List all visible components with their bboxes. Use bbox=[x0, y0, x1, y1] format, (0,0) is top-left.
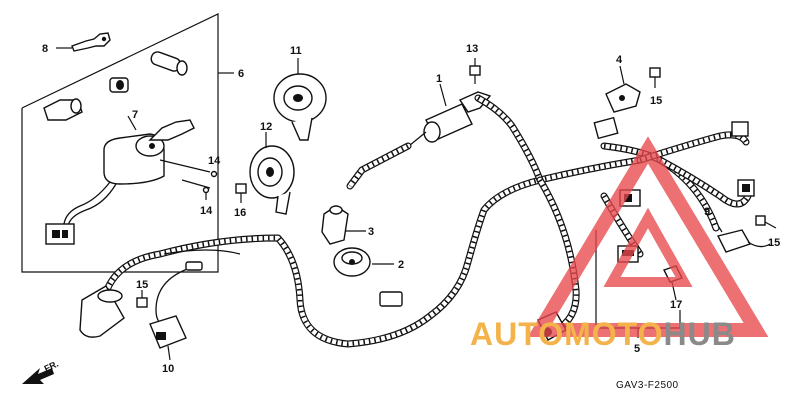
lock-cylinder-parts bbox=[43, 51, 188, 121]
connector-mid bbox=[379, 116, 755, 307]
front-arrow-icon bbox=[22, 368, 54, 384]
callout-10: 10 bbox=[162, 363, 174, 375]
callout-2: 2 bbox=[398, 259, 404, 271]
watermark-logo bbox=[527, 136, 769, 337]
callout-9: 9 bbox=[704, 206, 710, 218]
callout-12: 12 bbox=[260, 121, 272, 133]
front-label: FR. bbox=[43, 359, 60, 374]
ignition-coil bbox=[346, 83, 492, 190]
callout-8: 8 bbox=[42, 43, 48, 55]
thin-wires bbox=[155, 249, 241, 327]
callout-3: 3 bbox=[368, 226, 374, 238]
horn-11 bbox=[273, 58, 327, 141]
callout-5: 5 bbox=[634, 343, 640, 355]
relay-4 bbox=[605, 65, 641, 113]
bolt-15-left bbox=[136, 290, 148, 308]
callout-labels: 8 6 7 14 14 11 12 16 13 1 3 2 4 15 9 15 … bbox=[42, 43, 780, 375]
ignition-kit-frame bbox=[21, 13, 234, 273]
horn-12 bbox=[249, 132, 295, 215]
callout-1: 1 bbox=[436, 73, 442, 85]
callout-15-right: 15 bbox=[768, 237, 780, 249]
harness-boot bbox=[79, 285, 125, 338]
callout-6: 6 bbox=[238, 68, 244, 80]
key-part bbox=[56, 32, 111, 52]
drawing-code: GAV3-F2500 bbox=[616, 380, 679, 391]
callout-17: 17 bbox=[670, 299, 682, 311]
callout-11: 11 bbox=[290, 45, 302, 57]
screw-14 bbox=[159, 159, 218, 200]
callout-7: 7 bbox=[132, 109, 138, 121]
ignition-switch bbox=[45, 115, 195, 245]
callout-15-left: 15 bbox=[136, 279, 148, 291]
callout-13: 13 bbox=[466, 43, 478, 55]
watermark-text: AUTOMOTOHUB bbox=[470, 316, 736, 352]
bolt-13 bbox=[469, 58, 481, 84]
callout-16: 16 bbox=[234, 207, 246, 219]
watermark-text-orange: AUTOMOTO bbox=[470, 316, 663, 352]
callout-4: 4 bbox=[616, 54, 623, 66]
bolt-15-right bbox=[755, 215, 777, 229]
callout-14-top: 14 bbox=[208, 155, 221, 167]
grommet bbox=[333, 247, 394, 277]
watermark-text-gray: HUB bbox=[663, 316, 735, 352]
callout-15-top: 15 bbox=[650, 95, 662, 107]
callout-14-bottom: 14 bbox=[200, 205, 213, 217]
bolt-16 bbox=[235, 183, 247, 203]
spark-plug-cap bbox=[321, 205, 366, 245]
connector-10 bbox=[149, 315, 187, 361]
bolt-15-top bbox=[649, 67, 661, 88]
